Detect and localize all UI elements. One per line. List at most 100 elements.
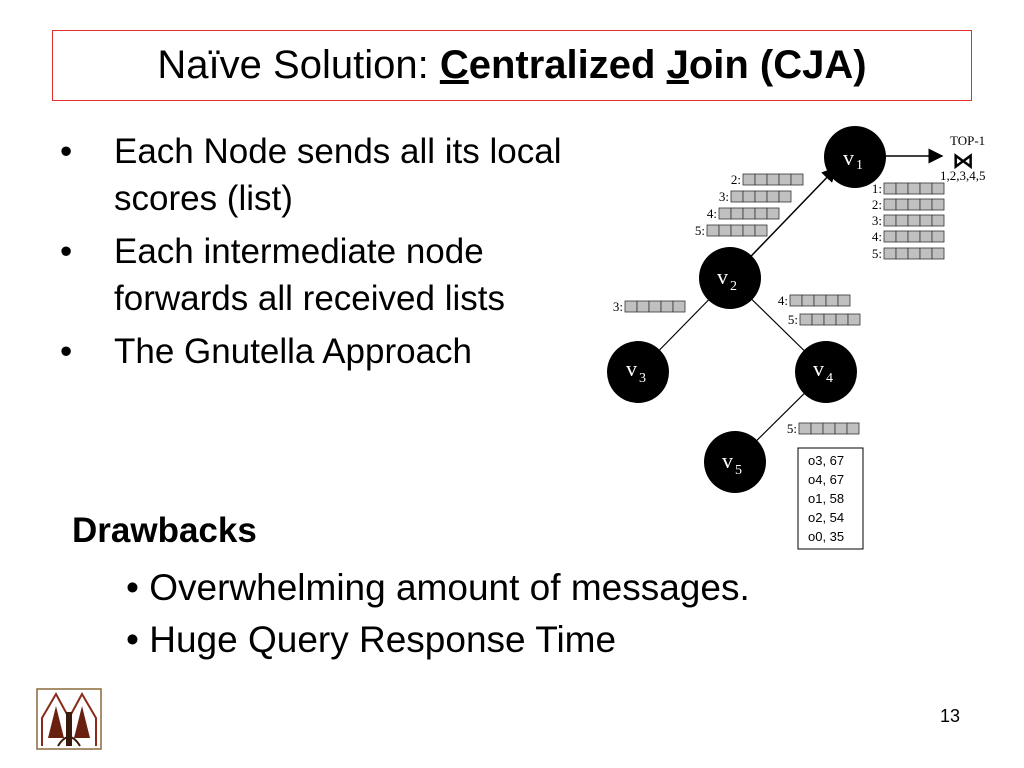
score-list-cell — [919, 230, 933, 243]
svg-text:v: v — [626, 356, 637, 381]
score-list-cell — [778, 173, 792, 186]
score-list-cell — [883, 214, 897, 227]
svg-text:2: 2 — [730, 279, 737, 294]
drawbacks-list: • Overwhelming amount of messages. • Hug… — [126, 562, 750, 666]
score-list-cell — [624, 300, 638, 313]
score-list-cell — [883, 182, 897, 195]
score-list-label: 1: — [872, 181, 882, 196]
v1-list-group: 1:2:3:4:5: — [872, 181, 945, 261]
score-list-cell — [766, 173, 780, 186]
score-list-label: 3: — [872, 213, 882, 228]
score-list-cell — [636, 300, 650, 313]
score-list-label: 5: — [872, 246, 882, 261]
score-list-label: 3: — [719, 189, 729, 204]
score-list-label: 3: — [613, 299, 623, 314]
score-list-row: 3: — [719, 189, 792, 204]
score-list-row: 1: — [872, 181, 945, 196]
score-list-cell — [730, 224, 744, 237]
svg-text:v: v — [722, 448, 733, 473]
score-list-row: 4: — [707, 206, 780, 221]
score-list-cell — [907, 247, 921, 260]
score-list-cell — [895, 198, 909, 211]
score-list-cell — [789, 294, 803, 307]
score-list-label: 5: — [787, 421, 797, 436]
v5-list-group: 5: — [787, 421, 860, 436]
node-v4: v 4 — [795, 341, 857, 403]
score-entry: o0, 35 — [808, 529, 844, 544]
score-list-cell — [919, 182, 933, 195]
score-list-cell — [837, 294, 851, 307]
score-list-cell — [660, 300, 674, 313]
drawback-item: • Huge Query Response Time — [126, 619, 617, 660]
bullet-item: • The Gnutella Approach — [60, 328, 620, 375]
score-list-cell — [825, 294, 839, 307]
score-list-cell — [801, 294, 815, 307]
score-list-cell — [718, 224, 732, 237]
svg-text:3: 3 — [639, 371, 646, 386]
score-list-cell — [895, 230, 909, 243]
v4-list-group: 4:5: — [778, 293, 861, 327]
score-list-cell — [834, 422, 848, 435]
score-list-label: 4: — [707, 206, 717, 221]
score-list-cell — [895, 214, 909, 227]
bullet-item: •Each Node sends all its local scores (l… — [60, 128, 620, 222]
score-list-cell — [742, 224, 756, 237]
score-list-cell — [778, 190, 792, 203]
score-list-cell — [883, 247, 897, 260]
score-list-cell — [730, 207, 744, 220]
join-icon: ⋈ — [952, 149, 974, 174]
bullet-marker: • — [60, 132, 73, 171]
score-list-cell — [931, 230, 945, 243]
score-list-cell — [931, 182, 945, 195]
score-list-row: 3: — [872, 213, 945, 228]
title-emphasis: Centralized Join (CJA) — [440, 43, 867, 88]
score-list-row: 5: — [695, 223, 768, 238]
score-list-cell — [811, 313, 825, 326]
drawback-item: • Overwhelming amount of messages. — [126, 567, 750, 608]
score-list-row: 4: — [778, 293, 851, 308]
bullet-marker: • — [60, 332, 73, 371]
score-list-cell — [931, 247, 945, 260]
title-c-letter: C — [439, 43, 469, 87]
bullet-text: Each intermediate node forwards all rece… — [114, 232, 505, 318]
page-number: 13 — [940, 706, 961, 726]
score-list-cell — [919, 214, 933, 227]
title-prefix: Naïve Solution: — [157, 43, 429, 87]
score-list-cell — [730, 190, 744, 203]
score-list-label: 2: — [731, 172, 741, 187]
score-list-cell — [754, 190, 768, 203]
score-list-cell — [931, 214, 945, 227]
score-list-row: 2: — [872, 197, 945, 212]
score-list-cell — [798, 422, 812, 435]
scores-box: o3, 67 o4, 67 o1, 58 o2, 54 o0, 35 — [797, 447, 864, 550]
score-list-row: 5: — [787, 421, 860, 436]
top1-label: TOP-1 — [950, 133, 985, 148]
score-list-cell — [883, 230, 897, 243]
score-list-cell — [822, 422, 836, 435]
drawbacks-heading: Drawbacks — [72, 511, 257, 550]
score-list-cell — [799, 313, 813, 326]
score-list-cell — [907, 230, 921, 243]
bullet-text: The Gnutella Approach — [114, 332, 473, 371]
score-list-cell — [895, 247, 909, 260]
title-j-letter: J — [666, 43, 689, 87]
score-list-cell — [742, 190, 756, 203]
title-j-rest: oin (CJA) — [688, 43, 867, 87]
score-list-cell — [718, 207, 732, 220]
score-list-row: 5: — [788, 312, 861, 327]
score-list-cell — [754, 224, 768, 237]
join-lists-label: 1,2,3,4,5 — [940, 168, 986, 183]
svg-text:v: v — [843, 145, 854, 170]
svg-text:4: 4 — [826, 371, 833, 386]
score-entry: o3, 67 — [808, 453, 844, 468]
node-v2: v 2 — [699, 247, 761, 309]
score-list-cell — [907, 198, 921, 211]
score-list-cell — [835, 313, 849, 326]
score-list-row: 3: — [613, 299, 686, 314]
bullet-item: •Each intermediate node forwards all rec… — [60, 228, 620, 322]
score-list-cell — [919, 198, 933, 211]
v3-list-group: 3: — [613, 299, 686, 314]
score-list-cell — [742, 173, 756, 186]
node-v5: v 5 — [704, 431, 766, 493]
svg-text:5: 5 — [735, 463, 742, 478]
